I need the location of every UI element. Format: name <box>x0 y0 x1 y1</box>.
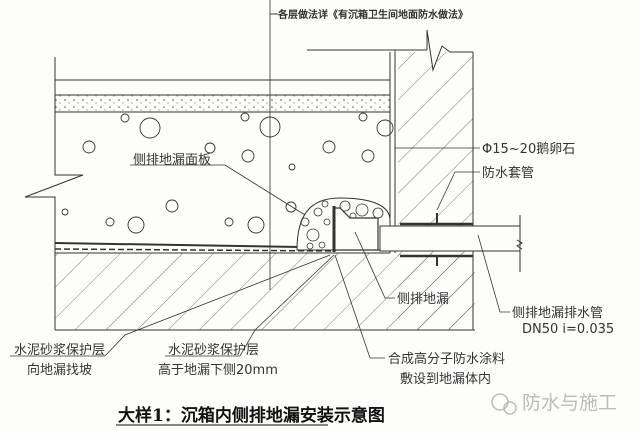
watermark: 防水与施工 <box>522 392 617 414</box>
pebbles <box>300 200 384 250</box>
top-note: 各层做法详《有沉箱卫生间地面防水做法》 <box>277 8 468 21</box>
floor-drain-body <box>334 207 379 251</box>
wechat-icon <box>491 393 517 415</box>
drain-pipe <box>379 213 523 272</box>
label-mortar-2a: 水泥砂浆保护层 <box>168 343 259 358</box>
label-pipe-spec: DN50 i=0.035 <box>522 322 614 337</box>
left-break <box>24 57 84 330</box>
label-side-drain: 侧排地漏 <box>397 291 449 307</box>
label-sleeve: 防水套管 <box>482 165 534 181</box>
label-drain-panel: 侧排地漏面板 <box>133 152 211 168</box>
drawing-title: 大样1：沉箱内侧排地漏安装示意图 <box>118 405 385 426</box>
label-mortar-1b: 向地漏找坡 <box>27 362 92 378</box>
label-mortar-2b: 高于地漏下侧20mm <box>158 362 278 378</box>
lightweight-fill <box>61 112 394 234</box>
screed-layer <box>54 94 391 113</box>
label-coating-b: 敷设到地漏体内 <box>400 371 491 387</box>
label-coating-a: 合成高分子防水涂料 <box>388 351 505 367</box>
label-pebbles: Φ15~20鹅卵石 <box>482 141 575 157</box>
wall <box>398 52 473 330</box>
label-mortar-1a: 水泥砂浆保护层 <box>14 343 105 358</box>
label-drain-pipe: 侧排地漏排水管 <box>512 305 603 321</box>
